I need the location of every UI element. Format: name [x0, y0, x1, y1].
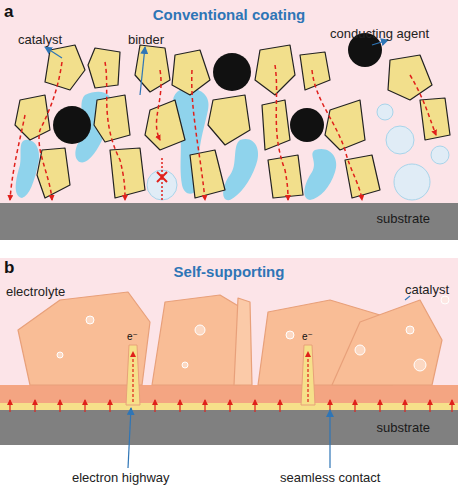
gas-bubbles: [57, 296, 449, 371]
leader-lines: [45, 40, 388, 95]
panel-box: Self-supporting substrate: [0, 258, 458, 445]
part-label: catalyst: [18, 32, 62, 47]
part-label: electrolyte: [6, 284, 65, 299]
electron-label: e⁻: [302, 331, 313, 342]
substrate-band: substrate: [0, 410, 458, 445]
part-label: seamless contact: [280, 470, 380, 485]
leader-lines: [128, 296, 410, 468]
interface-arrows: [10, 400, 452, 412]
blocked-mark: [157, 172, 167, 182]
catalyst-particles: [15, 45, 450, 198]
interface-layer: [0, 403, 458, 410]
panel-letter: a: [4, 2, 13, 22]
gas-bubbles: [147, 104, 449, 200]
catalyst-base-layer: [0, 385, 458, 405]
catalyst-crystals: [18, 292, 442, 385]
electron-paths: [10, 62, 436, 200]
substrate-label: substrate: [0, 420, 430, 435]
part-label: binder: [128, 32, 164, 47]
conducting-agent: [53, 33, 382, 144]
panel-letter: b: [4, 258, 14, 278]
part-label: conducting agent: [330, 26, 429, 41]
substrate-label: substrate: [0, 211, 430, 226]
part-label: electron highway: [72, 470, 170, 485]
electron-label: e⁻: [127, 331, 138, 342]
substrate-band: substrate: [0, 203, 458, 240]
electron-highways: [126, 345, 315, 405]
binder-blobs: [16, 88, 337, 200]
panel-title: Conventional coating: [0, 6, 458, 23]
part-label: catalyst: [405, 282, 449, 297]
panel-title: Self-supporting: [0, 263, 458, 280]
